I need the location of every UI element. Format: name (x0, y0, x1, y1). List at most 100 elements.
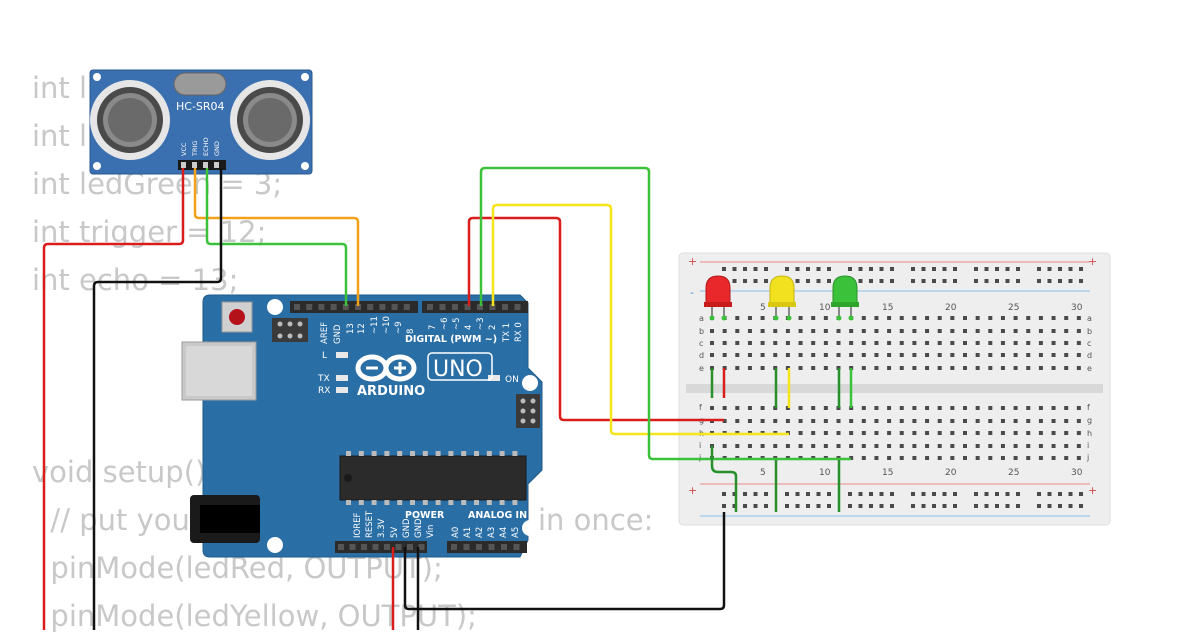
rail-hole[interactable] (848, 492, 852, 496)
breadboard-hole[interactable] (988, 419, 993, 423)
breadboard-hole[interactable] (925, 419, 930, 423)
breadboard-hole[interactable] (823, 329, 828, 333)
breadboard-hole[interactable] (849, 456, 854, 460)
breadboard-hole[interactable] (912, 341, 917, 345)
rail-hole[interactable] (869, 279, 873, 283)
digital-header-left[interactable] (290, 301, 418, 313)
breadboard-hole[interactable] (861, 353, 866, 357)
breadboard-hole[interactable] (937, 329, 942, 333)
rail-hole[interactable] (743, 492, 747, 496)
rail-hole[interactable] (953, 279, 957, 283)
breadboard-hole[interactable] (937, 316, 942, 320)
breadboard-hole[interactable] (861, 456, 866, 460)
breadboard-hole[interactable] (874, 419, 879, 423)
rail-hole[interactable] (984, 492, 989, 496)
breadboard-hole[interactable] (1064, 419, 1069, 423)
analog-header[interactable] (447, 541, 527, 553)
breadboard-hole[interactable] (798, 366, 803, 370)
breadboard-hole[interactable] (747, 444, 752, 448)
breadboard-hole[interactable] (785, 353, 790, 357)
breadboard-hole[interactable] (798, 341, 803, 345)
breadboard-hole[interactable] (747, 329, 752, 333)
wire-orange-trig[interactable] (193, 168, 360, 306)
breadboard-hole[interactable] (811, 353, 816, 357)
breadboard-hole[interactable] (1013, 406, 1018, 410)
breadboard-hole[interactable] (925, 316, 930, 320)
rail-hole[interactable] (1058, 267, 1062, 271)
header-pin[interactable] (372, 544, 379, 550)
breadboard-hole[interactable] (1064, 329, 1069, 333)
breadboard-hole[interactable] (1076, 353, 1081, 357)
rail-hole[interactable] (743, 267, 747, 271)
breadboard-hole[interactable] (1076, 431, 1081, 435)
breadboard-hole[interactable] (1013, 419, 1018, 423)
breadboard-hole[interactable] (937, 419, 942, 423)
breadboard-hole[interactable] (1000, 431, 1005, 435)
rail-hole[interactable] (1047, 492, 1052, 496)
breadboard-hole[interactable] (963, 406, 967, 410)
rail-hole[interactable] (921, 267, 926, 271)
rail-hole[interactable] (1058, 492, 1062, 496)
rail-hole[interactable] (795, 504, 800, 508)
breadboard-hole[interactable] (811, 431, 816, 435)
rail-hole[interactable] (722, 504, 726, 508)
breadboard-hole[interactable] (1000, 329, 1005, 333)
breadboard-hole[interactable] (1064, 341, 1069, 345)
arduino-uno-board[interactable]: AREF GND 13 12 ~11 ~10 ~9 8 7 ~6 ~5 4 ~3… (181, 294, 543, 558)
rail-hole[interactable] (764, 279, 768, 283)
rail-hole[interactable] (921, 492, 926, 496)
rail-hole[interactable] (1079, 279, 1083, 283)
rail-hole[interactable] (984, 267, 989, 271)
rail-hole[interactable] (732, 492, 737, 496)
breadboard-hole[interactable] (849, 431, 854, 435)
breadboard-hole[interactable] (722, 419, 727, 423)
breadboard-hole[interactable] (950, 366, 955, 370)
breadboard-hole[interactable] (1076, 316, 1081, 320)
breadboard-hole[interactable] (836, 444, 841, 448)
rail-hole[interactable] (869, 492, 873, 496)
wire-red-vcc[interactable] (42, 168, 185, 630)
rail-hole[interactable] (1016, 504, 1020, 508)
breadboard-hole[interactable] (912, 419, 917, 423)
breadboard-hole[interactable] (811, 406, 816, 410)
breadboard-hole[interactable] (975, 406, 980, 410)
breadboard-hole[interactable] (1000, 366, 1005, 370)
breadboard-hole[interactable] (1038, 329, 1043, 333)
breadboard-hole[interactable] (1026, 419, 1031, 423)
rail-hole[interactable] (995, 279, 999, 283)
breadboard-hole[interactable] (899, 431, 904, 435)
breadboard-hole[interactable] (950, 419, 955, 423)
rail-hole[interactable] (974, 279, 978, 283)
power-header[interactable] (335, 541, 427, 553)
rail-hole[interactable] (1079, 504, 1083, 508)
breadboard-hole[interactable] (1000, 456, 1005, 460)
rail-hole[interactable] (827, 492, 831, 496)
breadboard-hole[interactable] (798, 406, 803, 410)
breadboard-hole[interactable] (773, 329, 778, 333)
rail-hole[interactable] (764, 504, 768, 508)
breadboard-hole[interactable] (925, 329, 930, 333)
breadboard-hole[interactable] (925, 341, 930, 345)
rail-hole[interactable] (1068, 492, 1073, 496)
rail-hole[interactable] (1016, 267, 1020, 271)
header-pin[interactable] (476, 544, 482, 550)
breadboard-hole[interactable] (760, 341, 765, 345)
breadboard-hole[interactable] (874, 366, 879, 370)
breadboard-hole[interactable] (950, 341, 955, 345)
breadboard-hole[interactable] (773, 419, 778, 423)
breadboard-hole[interactable] (912, 329, 917, 333)
breadboard-hole[interactable] (1013, 353, 1018, 357)
breadboard-hole[interactable] (710, 406, 714, 410)
breadboard-hole[interactable] (836, 329, 841, 333)
breadboard-hole[interactable] (1051, 456, 1056, 460)
breadboard-hole[interactable] (937, 353, 942, 357)
breadboard-hole[interactable] (1026, 444, 1031, 448)
header-pin[interactable] (367, 304, 374, 310)
breadboard-hole[interactable] (950, 456, 955, 460)
breadboard-hole[interactable] (747, 406, 752, 410)
breadboard-hole[interactable] (811, 329, 816, 333)
header-pin[interactable] (477, 304, 483, 310)
breadboard-hole[interactable] (1013, 366, 1018, 370)
breadboard-hole[interactable] (988, 456, 993, 460)
breadboard-hole[interactable] (1000, 406, 1005, 410)
